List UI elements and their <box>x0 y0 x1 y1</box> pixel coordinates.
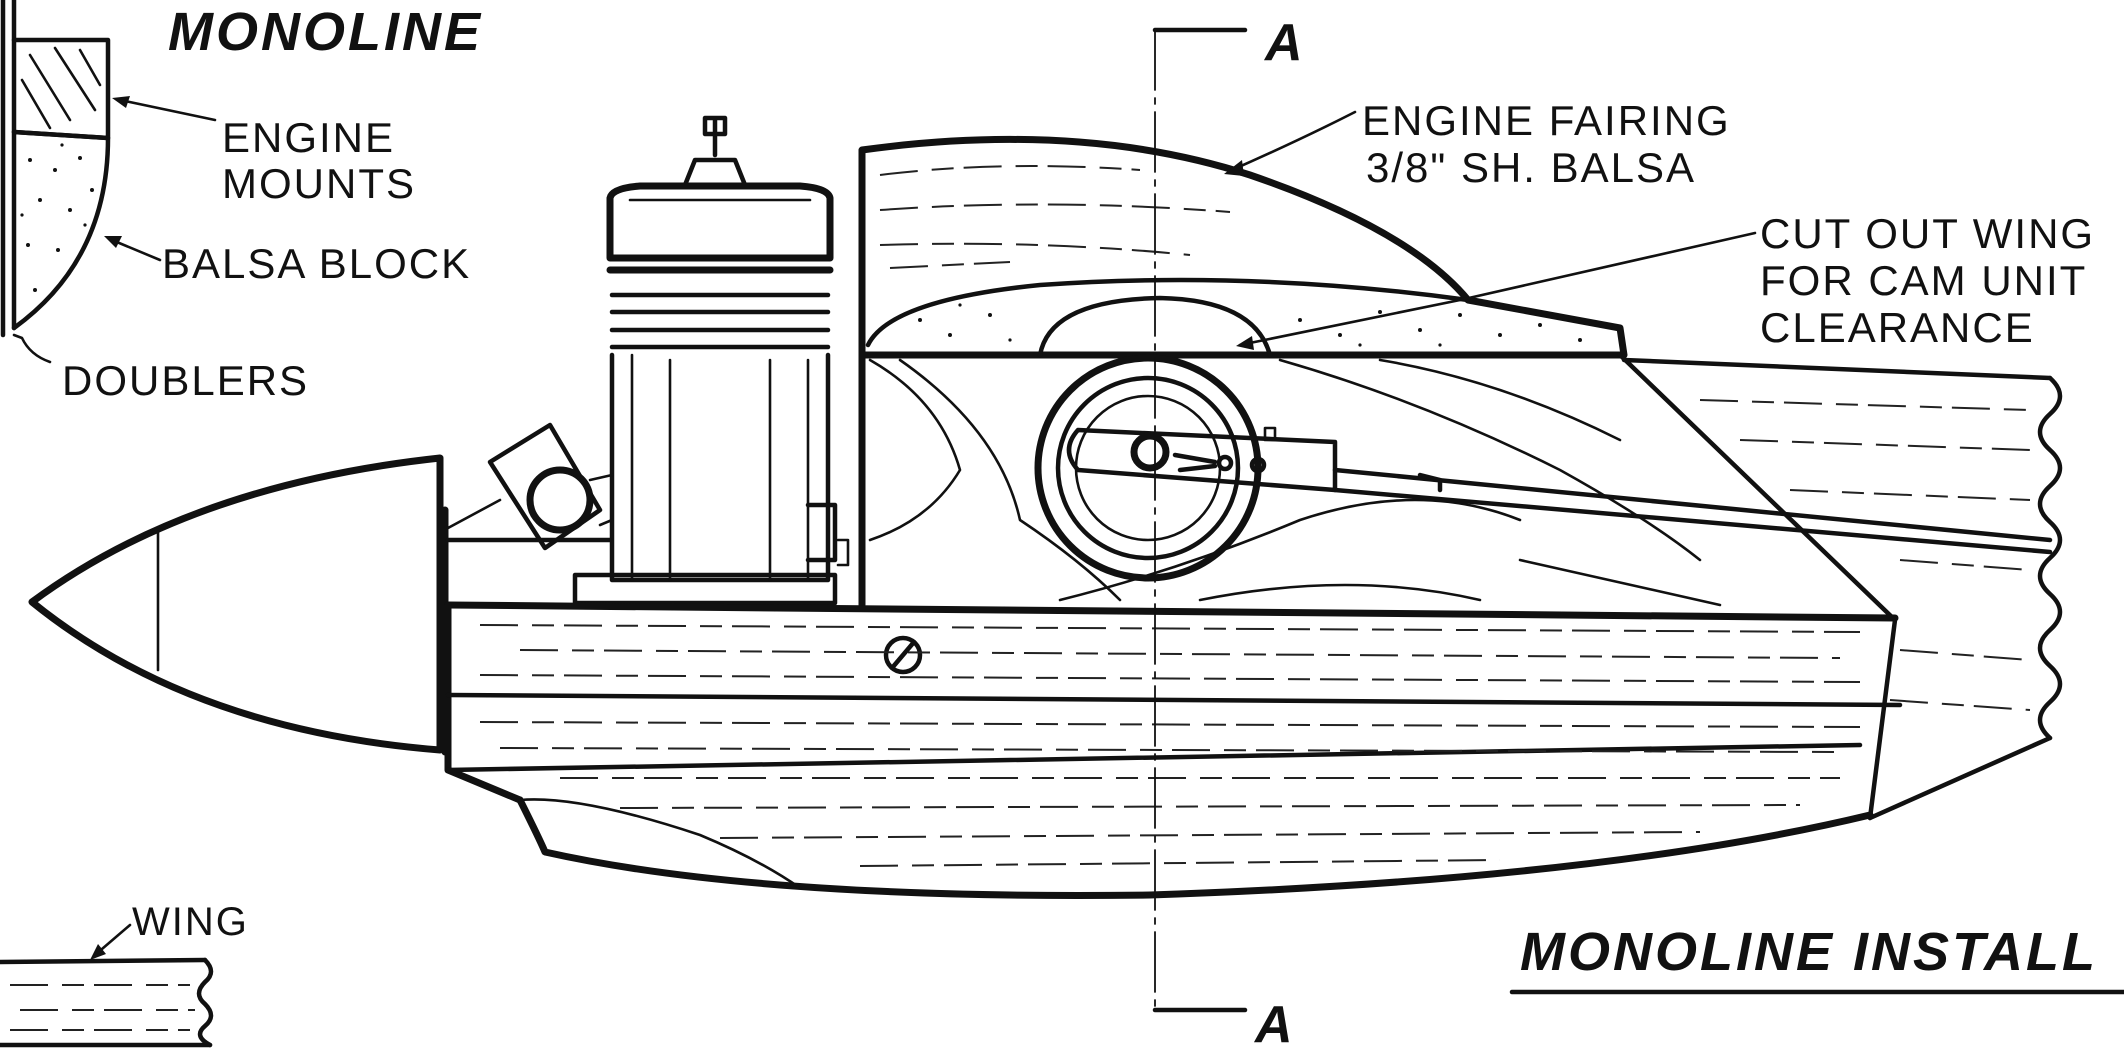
spinner <box>28 454 449 756</box>
bellcrank-arm <box>1066 427 1338 493</box>
cam-unit <box>1034 354 2053 582</box>
fairing-grain <box>879 165 1231 269</box>
doublers-label: DOUBLERS <box>62 357 309 404</box>
fuselage-top-line <box>444 601 1899 622</box>
balsa-block-label: BALSA BLOCK <box>162 240 471 287</box>
wing-label: WING <box>132 900 249 944</box>
balsa-stipple <box>20 143 94 292</box>
fuselage-grain <box>479 624 1861 867</box>
carburetor <box>487 422 614 551</box>
mount-screw <box>883 635 923 675</box>
section-line-a-a <box>1152 27 1248 1013</box>
balsa-block <box>11 129 111 331</box>
wing-break-line <box>2037 375 2063 741</box>
engine-fairing-label-1: ENGINE FAIRING <box>1362 97 1731 144</box>
engine-fairing-label-2: 3/8" SH. BALSA <box>1366 144 1696 191</box>
top-left-title: MONOLINE <box>168 2 483 62</box>
engine-fairing <box>858 135 1628 609</box>
wing-inset <box>0 923 214 1048</box>
cooling-fins <box>606 266 834 350</box>
engine-mounts-label-2: MOUNTS <box>222 160 416 207</box>
cam-wheel-inner <box>1055 375 1241 561</box>
crankcase <box>609 352 831 583</box>
wing-grain <box>1699 399 2031 711</box>
cutout-label-1: CUT OUT WING <box>1760 210 2095 257</box>
fairing-stipple <box>918 303 1582 347</box>
cutout-label-2: FOR CAM UNIT <box>1760 257 2087 304</box>
fairing-outline <box>858 135 1628 609</box>
balsa-block-leader <box>110 238 162 262</box>
section-marker-top: A <box>1263 14 1303 72</box>
cutout-label-3: CLEARANCE <box>1760 304 2035 351</box>
section-marker-bottom: A <box>1253 996 1293 1050</box>
fuselage-belly <box>516 796 1874 899</box>
fairing-inner-curve <box>865 277 1471 348</box>
cylinder-head <box>606 182 834 262</box>
engine-fairing-leader <box>1230 110 1357 172</box>
installation-title: MONOLINE INSTALL <box>1520 922 2098 982</box>
doublers-leader <box>12 333 52 364</box>
upper-fuselage <box>868 358 1722 607</box>
mount-section-inset <box>0 0 217 364</box>
fuselage-mid-line <box>445 692 1903 708</box>
cutout-leader <box>1238 231 1757 347</box>
mount-grain <box>20 46 102 130</box>
cam-clearance-cutout <box>1037 295 1273 358</box>
control-pushrod <box>1332 467 2053 543</box>
spinner-outline <box>28 454 444 754</box>
engine <box>445 115 850 606</box>
engine-lug <box>572 572 838 606</box>
engine-mounts-label-1: ENGINE <box>222 114 395 161</box>
cam-wheel-outer <box>1034 354 1262 582</box>
engine-mounts-leader <box>118 98 217 122</box>
pivot <box>1130 432 1170 472</box>
lower-fuselage <box>444 601 1903 899</box>
glow-plug <box>682 157 748 188</box>
